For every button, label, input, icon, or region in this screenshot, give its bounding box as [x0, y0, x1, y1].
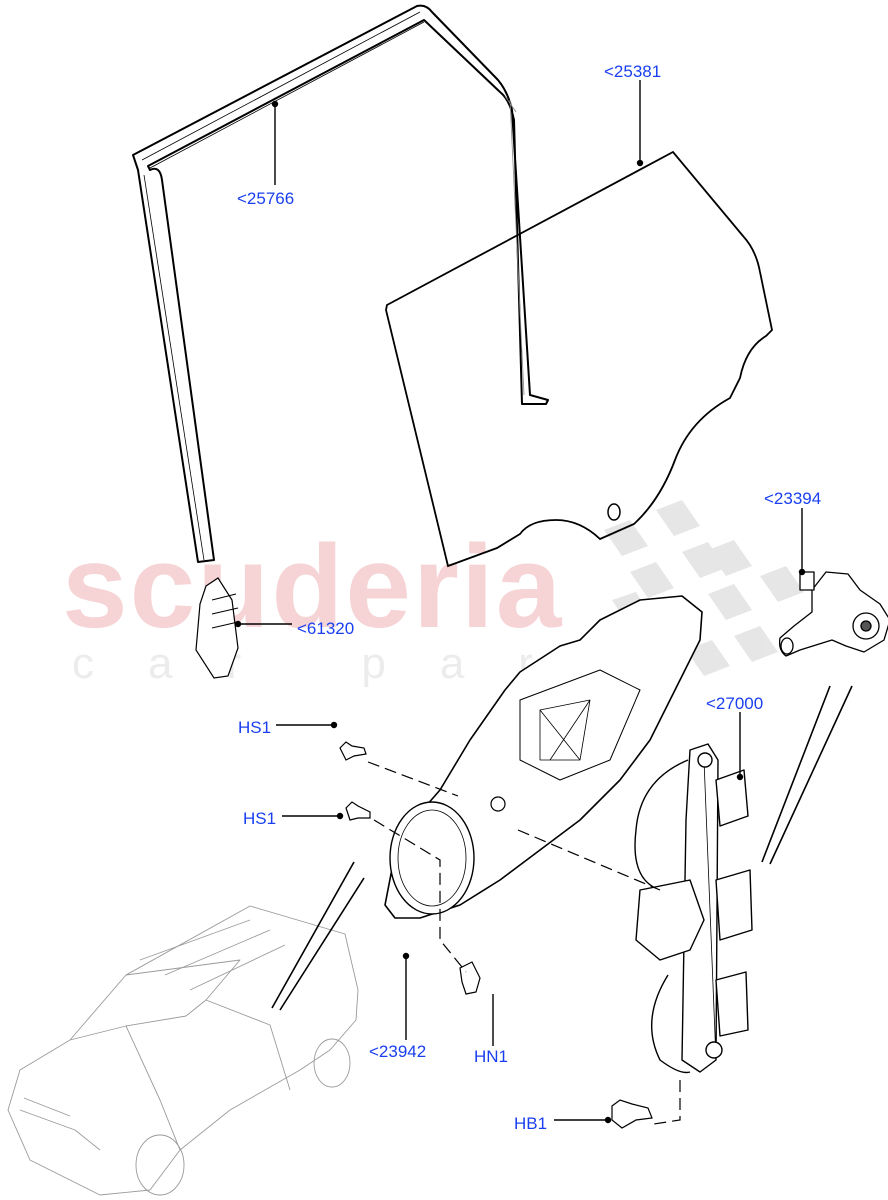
- vehicle-locator-car: [7, 905, 359, 1196]
- nut-hn1: [459, 961, 481, 995]
- callout-hs1-upper[interactable]: HS1: [238, 718, 272, 737]
- callout-27000[interactable]: <27000: [706, 694, 764, 713]
- callout-23394[interactable]: <23394: [764, 489, 822, 508]
- assembly-axes: [367, 761, 681, 1125]
- callout-25766[interactable]: <25766: [237, 189, 295, 208]
- fasteners: [339, 741, 653, 1129]
- callout-hs1-lower[interactable]: HS1: [243, 809, 277, 828]
- screw-hs1-lower: [345, 801, 371, 821]
- door-carrier-panel: [384, 595, 703, 919]
- screw-hs1-upper: [339, 741, 367, 761]
- leader-lines: [234, 80, 853, 1124]
- glass-run-channel: [132, 4, 549, 563]
- regulator-motor: [778, 571, 888, 657]
- window-glass: [385, 150, 773, 568]
- callout-25381[interactable]: <25381: [604, 62, 662, 81]
- callout-hb1[interactable]: HB1: [514, 1114, 548, 1133]
- run-channel-bracket: [195, 577, 239, 679]
- window-regulator: [634, 743, 753, 1074]
- watermark-brand: scuderia: [62, 521, 564, 653]
- callout-hn1[interactable]: HN1: [474, 1047, 509, 1066]
- bolt-hb1: [611, 1099, 653, 1129]
- callout-23942[interactable]: <23942: [369, 1042, 427, 1061]
- callout-61320[interactable]: <61320: [297, 619, 355, 638]
